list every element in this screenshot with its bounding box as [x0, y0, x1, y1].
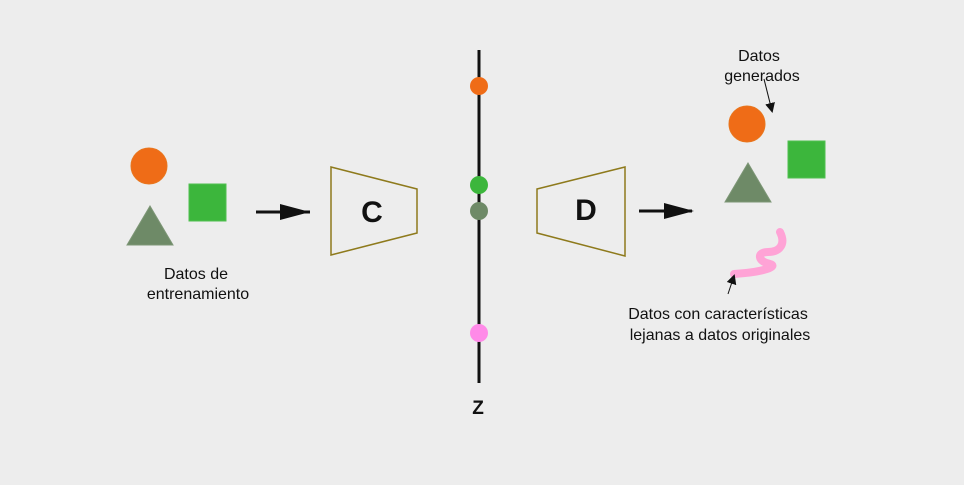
arrow-to-output-head [664, 203, 694, 219]
latent-point-orange [470, 77, 488, 95]
latent-point-green [470, 176, 488, 194]
training-label-line2: entrenamiento [147, 286, 249, 303]
training-label-line1: Datos de [164, 266, 228, 283]
latent-point-pink [470, 324, 488, 342]
generated-label-line1: Datos [738, 48, 780, 65]
generated-square-green [787, 140, 826, 179]
generated-label-line2: generados [724, 68, 800, 85]
generated-circle-orange [728, 105, 766, 143]
training-circle-orange [130, 147, 168, 185]
latent-point-gray [470, 202, 488, 220]
far-sample-squiggle [730, 228, 787, 278]
far-label-line1: Datos con características [628, 306, 808, 323]
encoder-label: C [361, 196, 383, 229]
encoder-trapezoid [330, 166, 418, 256]
decoder-trapezoid [536, 166, 626, 257]
latent-axis-label: Z [472, 398, 484, 419]
training-triangle [126, 205, 174, 246]
training-square-green [188, 183, 227, 222]
arrow-to-encoder-head [280, 204, 310, 220]
generated-pointer-arrow [763, 78, 775, 113]
far-pointer-arrow [726, 274, 737, 295]
far-label-line2: lejanas a datos originales [630, 327, 811, 344]
generated-triangle [724, 162, 772, 203]
decoder-label: D [575, 194, 597, 227]
